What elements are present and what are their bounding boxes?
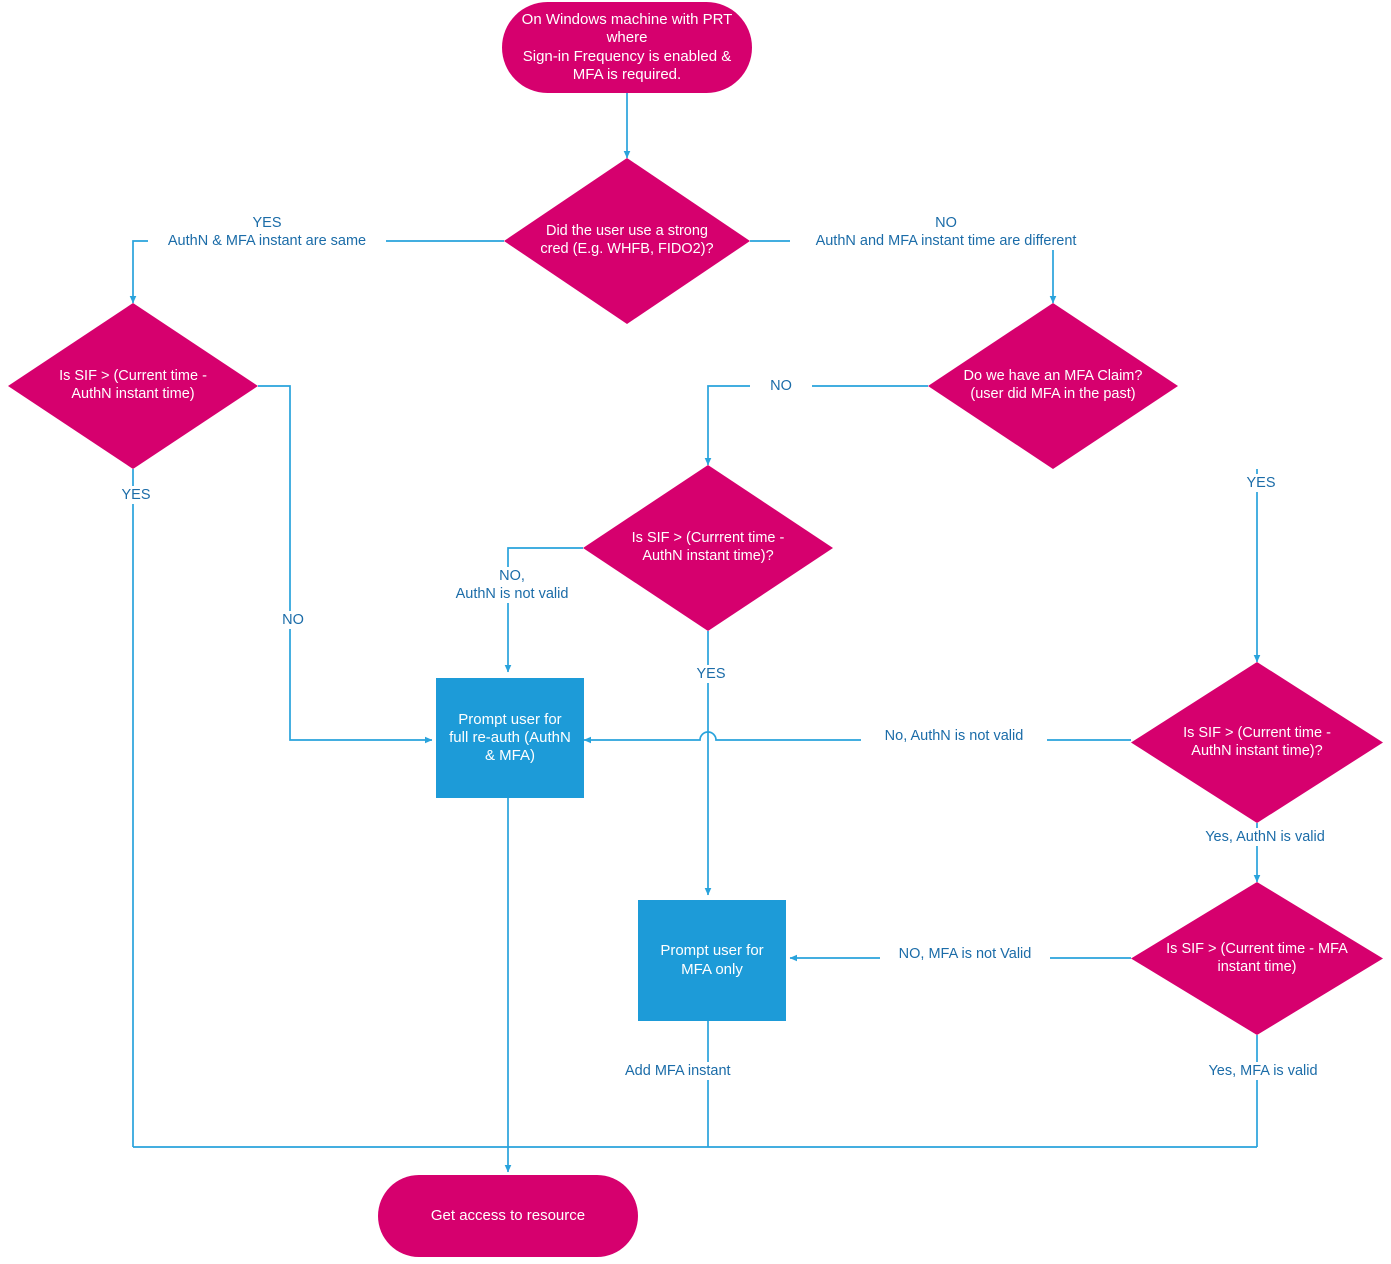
node-mfa-claim-label: Do we have an MFA Claim? (user did MFA i… — [963, 368, 1143, 402]
edge-rightsif-authn-no — [583, 731, 1131, 744]
edge-label-left-no: NO — [260, 611, 326, 630]
node-start-label: On Windows machine with PRT where Sign-i… — [521, 10, 733, 83]
node-prompt-full-reauth-label: Prompt user for full re-auth (AuthN & MF… — [449, 710, 571, 765]
edge-midsif-no — [504, 547, 583, 673]
node-prompt-mfa-only[interactable]: Prompt user for MFA only — [638, 900, 786, 1021]
edge-label-add-mfa-instant: Add MFA instant — [622, 1062, 768, 1081]
node-prompt-mfa-only-label: Prompt user for MFA only — [660, 942, 764, 978]
edge-label-right-no-authn-invalid: No, AuthN is not valid — [861, 727, 1047, 746]
edge-mfaclaim-no — [704, 385, 928, 466]
edge-label-mid-yes: YES — [679, 665, 743, 684]
node-mfa-claim[interactable]: Do we have an MFA Claim? (user did MFA i… — [928, 303, 1178, 469]
edge-label-yes-same: YES AuthN & MFA instant are same — [148, 214, 386, 251]
edge-label-mid-no-authn-invalid: NO, AuthN is not valid — [424, 567, 600, 604]
node-sif-authn-mid-label: Is SIF > (Currrent time - AuthN instant … — [631, 530, 785, 564]
node-prompt-full-reauth[interactable]: Prompt user for full re-auth (AuthN & MF… — [436, 678, 584, 798]
node-sif-authn-right-label: Is SIF > (Current time - AuthN instant t… — [1183, 724, 1331, 759]
node-sif-authn-mid[interactable]: Is SIF > (Currrent time - AuthN instant … — [583, 465, 833, 631]
node-sif-authn-right[interactable]: Is SIF > (Current time - AuthN instant t… — [1131, 662, 1383, 823]
node-end-label: Get access to resource — [430, 1206, 586, 1224]
node-sif-authn-left[interactable]: Is SIF > (Current time - AuthN instant t… — [8, 303, 258, 469]
edge-strongcred-no — [750, 240, 1057, 304]
node-end[interactable]: Get access to resource — [378, 1175, 638, 1257]
edge-leftsif-no — [258, 385, 433, 744]
edge-label-right-yes-authn-valid: Yes, AuthN is valid — [1192, 828, 1338, 847]
edge-label-no-different: NO AuthN and MFA instant time are differ… — [790, 214, 1102, 251]
edge-label-right-no-mfa-invalid: NO, MFA is not Valid — [880, 945, 1050, 964]
node-start[interactable]: On Windows machine with PRT where Sign-i… — [502, 2, 752, 93]
node-strong-cred-label: Did the user use a strong cred (E.g. WHF… — [540, 223, 714, 257]
edge-label-claim-no: NO — [750, 377, 812, 396]
edge-label-claim-yes: YES — [1228, 474, 1294, 493]
node-strong-cred[interactable]: Did the user use a strong cred (E.g. WHF… — [504, 158, 750, 324]
edge-label-left-yes: YES — [103, 486, 169, 505]
node-sif-mfa-right[interactable]: Is SIF > (Current time - MFA instant tim… — [1131, 882, 1383, 1035]
edge-strongcred-yes — [129, 240, 504, 304]
node-sif-mfa-right-label: Is SIF > (Current time - MFA instant tim… — [1166, 940, 1348, 975]
node-sif-authn-left-label: Is SIF > (Current time - AuthN instant t… — [59, 368, 207, 402]
edge-label-right-yes-mfa-valid: Yes, MFA is valid — [1192, 1062, 1334, 1081]
